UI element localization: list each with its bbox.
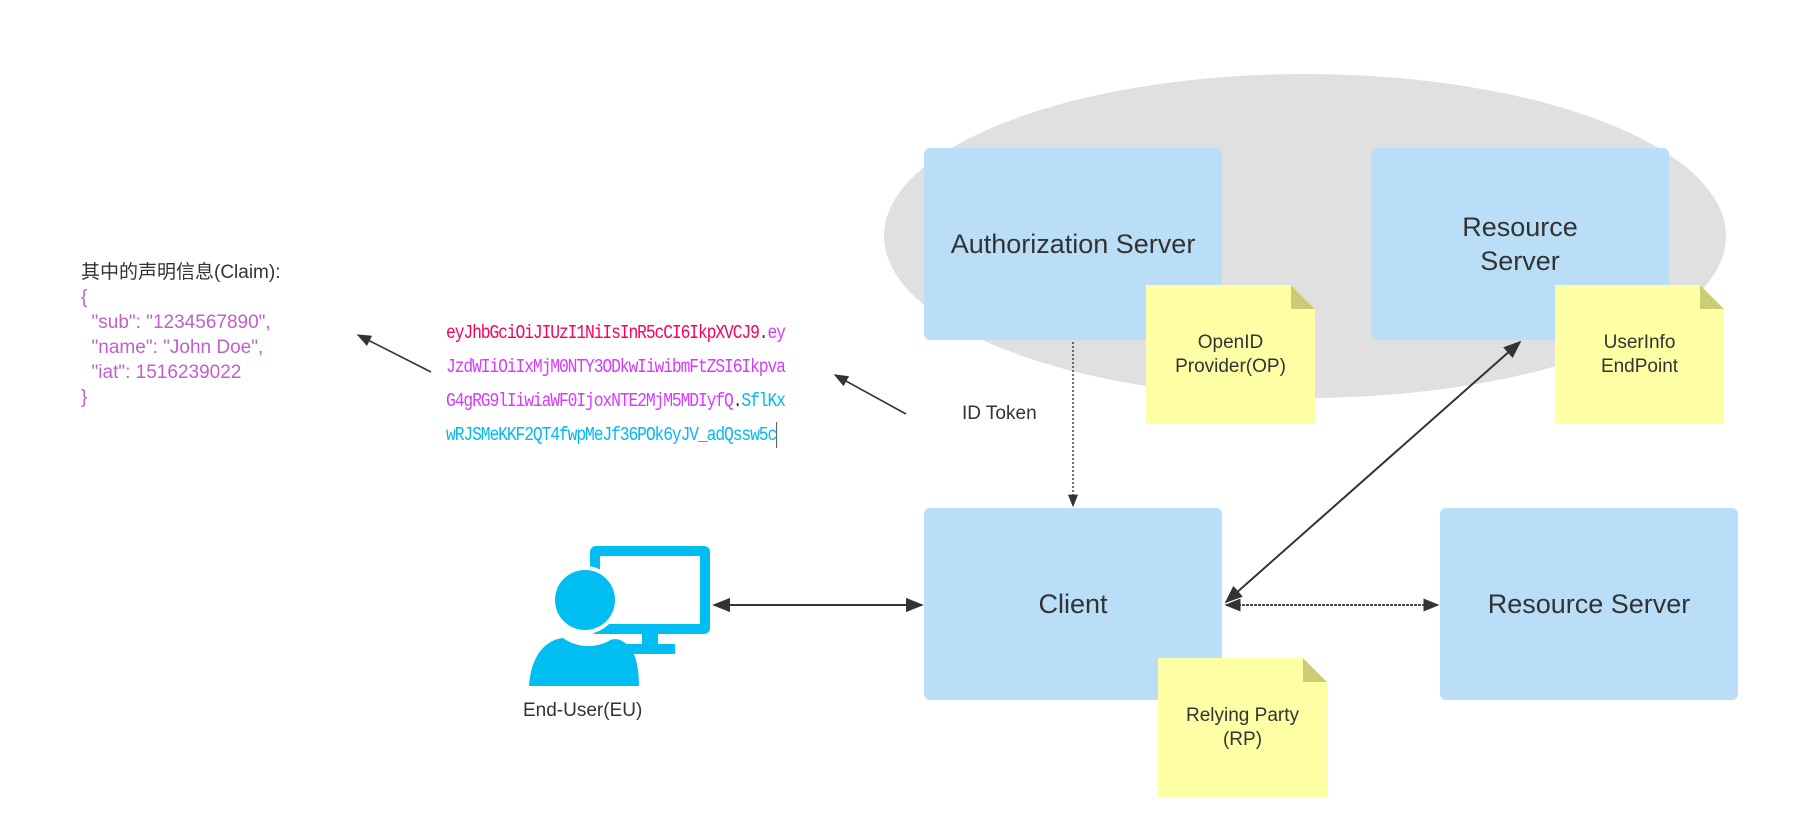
userinfo-endpoint-label: UserInfo EndPoint (1600, 331, 1679, 377)
decode-arrow-claim (356, 334, 432, 373)
id-token-label: ID Token (962, 403, 1037, 424)
client-label: Client (1038, 589, 1108, 619)
openid-provider-note[interactable]: OpenID Provider(OP) (1146, 285, 1315, 424)
claim-json-line: } (81, 387, 88, 408)
userinfo-endpoint-note[interactable]: UserInfo EndPoint (1555, 285, 1724, 424)
claim-title: 其中的声明信息(Claim): (81, 262, 281, 283)
claim-json-line: "iat": 1516239022 (81, 362, 242, 383)
resource-server-bottom-node[interactable]: Resource Server (1440, 508, 1738, 700)
claim-json-line: "name": "John Doe", (81, 337, 264, 358)
jwt-sig-segment: wRJSMeKKF2QT4fwpMeJf36POk6yJV_adQssw5c (446, 424, 777, 446)
authorization-server-label: Authorization Server (950, 229, 1196, 259)
jwt-sig-segment: SflKx (741, 390, 786, 412)
end-user-label: End-User(EU) (523, 700, 643, 721)
end-user-icon (529, 546, 710, 686)
claim-json-line: "sub": "1234567890", (81, 312, 271, 333)
jwt-payload-segment: JzdWIiOiIxMjM0NTY3ODkwIiwibmFtZSI6Ikpva (446, 356, 786, 378)
resource-server-top-label: Resource Server (1462, 212, 1578, 276)
text-caret (776, 421, 777, 448)
claim-block: 其中的声明信息(Claim): { "sub": "1234567890", "… (81, 260, 281, 410)
decode-arrow-token (833, 374, 907, 415)
jwt-line: eyJhbGciOiJIUzI1NiIsInR5cCI6IkpXVCJ9.ey (446, 316, 786, 350)
jwt-payload-segment: ey (767, 322, 786, 344)
relying-party-label: Relying Party (RP) (1186, 704, 1299, 750)
jwt-header-segment: eyJhbGciOiJIUzI1NiIsInR5cCI6IkpXVCJ9 (446, 322, 760, 344)
claim-json-line: { (81, 287, 88, 308)
resource-server-bottom-label: Resource Server (1487, 589, 1691, 619)
jwt-line: wRJSMeKKF2QT4fwpMeJf36POk6yJV_adQssw5c (446, 418, 785, 452)
jwt-dot-segment: . (758, 322, 769, 344)
relying-party-note[interactable]: Relying Party (RP) (1158, 658, 1327, 797)
openid-provider-label: OpenID Provider(OP) (1175, 331, 1286, 377)
jwt-dot-segment: . (732, 390, 743, 412)
jwt-line: G4gRG9lIiwiaWF0IjoxNTE2MjM5MDIyfQ.SflKx (446, 384, 786, 418)
jwt-payload-segment: G4gRG9lIiwiaWF0IjoxNTE2MjM5MDIyfQ (446, 390, 734, 412)
jwt-line: JzdWIiOiIxMjM0NTY3ODkwIiwibmFtZSI6Ikpva (446, 350, 786, 384)
